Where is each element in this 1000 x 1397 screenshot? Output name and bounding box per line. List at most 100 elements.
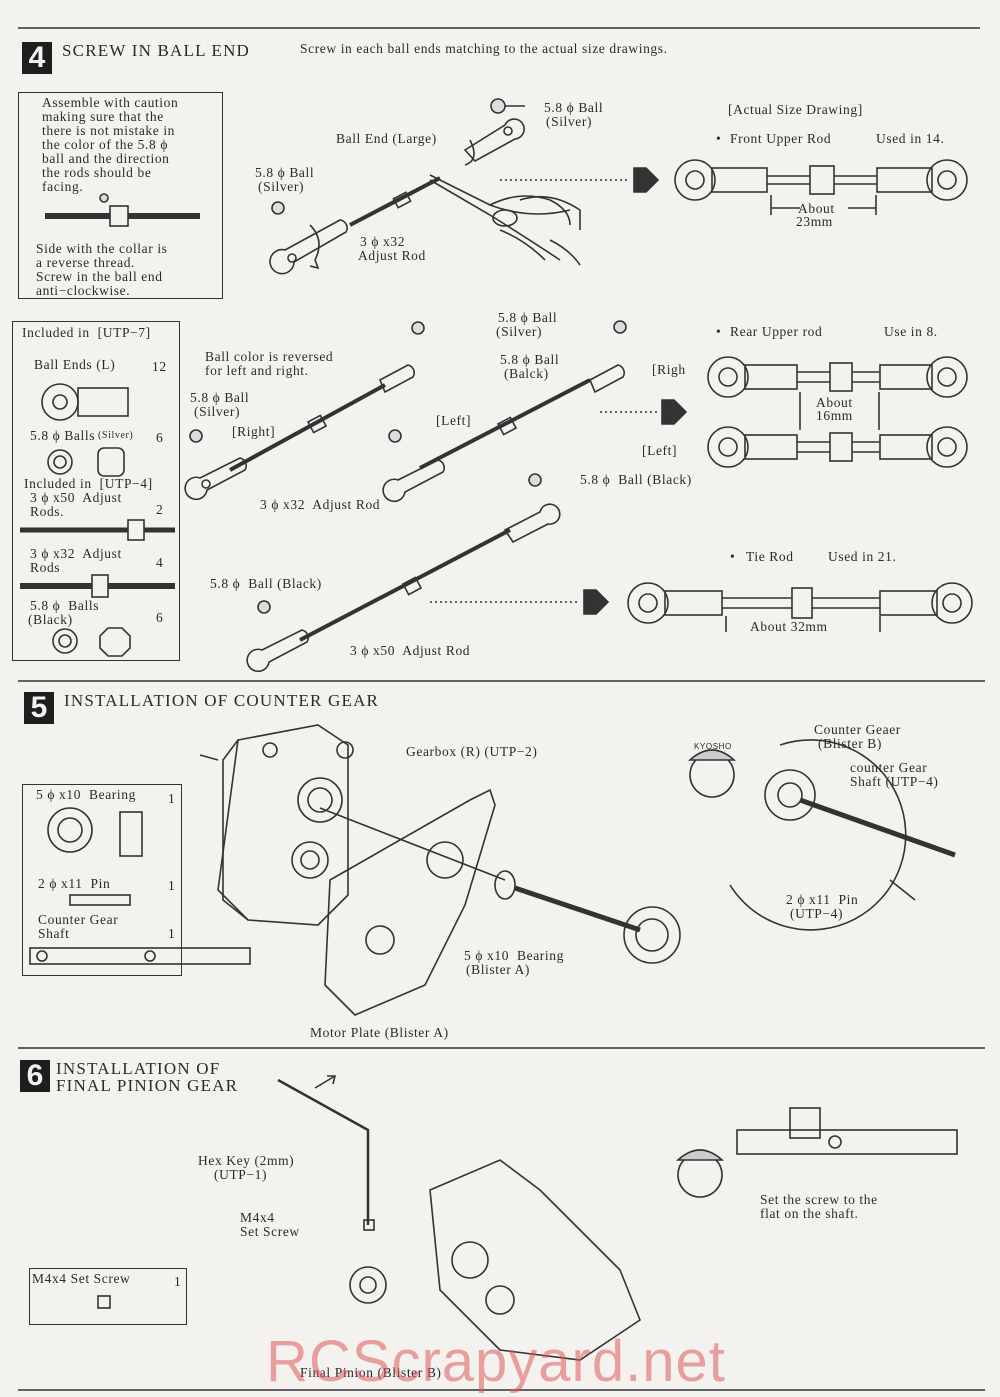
parts6-set-screw-qty: 1 xyxy=(174,1274,182,1289)
step5-title: INSTALLATION OF COUNTER GEAR xyxy=(64,691,380,710)
label-adjust-rod-32-sub: Adjust Rod xyxy=(358,248,426,263)
parts-ball-ends: Ball Ends (L) xyxy=(34,357,116,372)
set-note-1: Set the screw to the xyxy=(760,1192,878,1207)
mascot-cap-text: KYOSHO xyxy=(694,742,732,751)
parts5-bearing: 5 ϕ x10 Bearing xyxy=(36,787,136,802)
color-note-2: for left and right. xyxy=(205,363,309,378)
caution-line-6: the rods should be xyxy=(42,165,152,180)
parts5-bearing-qty: 1 xyxy=(168,791,176,806)
parts-balls-silver-qty: 6 xyxy=(156,430,164,445)
parts5-pin-qty: 1 xyxy=(168,878,176,893)
parts-rod50-sub: Rods. xyxy=(30,504,65,519)
label-gear-shaft: counter Gear xyxy=(850,760,928,775)
rear-upper-dim-2: 16mm xyxy=(816,408,853,423)
parts5-shaft-qty: 1 xyxy=(168,926,176,941)
parts6-set-screw: M4x4 Set Screw xyxy=(32,1271,131,1286)
step6-title-line-1: INSTALLATION OF xyxy=(56,1059,221,1078)
front-upper-bullet: • xyxy=(716,131,722,146)
parts-included-utp7: Included in [UTP−7] xyxy=(22,325,151,340)
label-mid-ball-black: 5.8 ϕ Ball xyxy=(500,352,560,367)
label-mid-ball-silver-2-sub: (Silver) xyxy=(496,324,543,339)
label-mid-ball-black-sub: (Balck) xyxy=(504,366,549,381)
label-bearing-sub: (Blister A) xyxy=(466,962,530,977)
side-note-3: Screw in the ball end xyxy=(36,269,163,284)
parts-rod50-qty: 2 xyxy=(156,502,164,517)
label-hex-key-sub: (UTP−1) xyxy=(214,1167,268,1182)
step-number-6: 6 xyxy=(20,1060,50,1092)
label-adjust-rod-32: 3 ϕ x32 xyxy=(360,234,406,249)
label-mid-ball-silver: 5.8 ϕ Ball xyxy=(190,390,250,405)
label-left-2: [Left] xyxy=(642,443,678,458)
label-ball-silver-top: 5.8 ϕ Ball xyxy=(544,100,604,115)
parts-balls-black-sub: (Black) xyxy=(28,612,73,627)
label-counter-gear-sub: (Blister B) xyxy=(818,736,882,751)
label-gearbox: Gearbox (R) (UTP−2) xyxy=(406,744,538,759)
label-bottom-ball-black-top: 5.8 ϕ Ball (Black) xyxy=(580,472,692,487)
parts-balls-silver: 5.8 ϕ Balls xyxy=(30,428,96,443)
tie-rod-dim: About 32mm xyxy=(750,619,828,634)
watermark: RCScrapyard.net xyxy=(266,1329,726,1394)
side-note-1: Side with the collar is xyxy=(36,241,168,256)
front-upper-used: Used in 14. xyxy=(876,131,945,146)
step4-title: SCREW IN BALL END xyxy=(62,41,251,60)
label-motor-plate: Motor Plate (Blister A) xyxy=(310,1025,449,1040)
label-ball-end-large: Ball End (Large) xyxy=(336,131,437,146)
parts-included-utp4: Included in [UTP−4] xyxy=(24,476,153,491)
caution-line-2: making sure that the xyxy=(42,109,164,124)
label-set-screw-sub: Set Screw xyxy=(240,1224,300,1239)
caution-box xyxy=(18,92,223,299)
side-note-2: a reverse thread. xyxy=(36,255,136,270)
parts-box-step6 xyxy=(29,1268,187,1325)
label-left: [Left] xyxy=(436,413,472,428)
label-counter-gear: Counter Geaer xyxy=(814,722,901,737)
rear-upper-bullet: • xyxy=(716,324,722,339)
caution-line-7: facing. xyxy=(42,179,84,194)
side-note-4: anti−clockwise. xyxy=(36,283,131,298)
label-bearing: 5 ϕ x10 Bearing xyxy=(464,948,564,963)
parts-rod32-sub: Rods xyxy=(30,560,61,575)
label-gear-shaft-sub: Shaft (UTP−4) xyxy=(850,774,939,789)
actual-size-title: [Actual Size Drawing] xyxy=(728,102,863,117)
parts5-shaft: Counter Gear xyxy=(38,912,119,927)
parts-balls-black: 5.8 ϕ Balls xyxy=(30,598,100,613)
caution-line-5: ball and the direction xyxy=(42,151,170,166)
tie-rod-bullet: • xyxy=(730,549,736,564)
label-ball-silver-left-sub: (Silver) xyxy=(258,179,305,194)
label-right: [Right] xyxy=(232,424,276,439)
label-ball-silver-left: 5.8 ϕ Ball xyxy=(255,165,315,180)
front-upper-label: Front Upper Rod xyxy=(730,131,832,146)
caution-line-3: there is not mistake in xyxy=(42,123,176,138)
color-note-1: Ball color is reversed xyxy=(205,349,334,364)
parts5-shaft-sub: Shaft xyxy=(38,926,70,941)
front-upper-dim-1: About xyxy=(798,201,835,216)
parts-ball-ends-qty: 12 xyxy=(152,359,167,374)
tie-rod-label: Tie Rod xyxy=(746,549,794,564)
label-bottom-ball-black-left: 5.8 ϕ Ball (Black) xyxy=(210,576,322,591)
parts-box-step5 xyxy=(22,784,182,976)
step-number-5: 5 xyxy=(24,692,54,724)
front-upper-dim-2: 23mm xyxy=(796,214,833,229)
label-mid-ball-silver-2: 5.8 ϕ Ball xyxy=(498,310,558,325)
label-final-pinion: Final Pinion (Blister B) xyxy=(300,1365,442,1380)
parts-rod32-qty: 4 xyxy=(156,555,164,570)
step6-title-line-2: FINAL PINION GEAR xyxy=(56,1076,239,1095)
parts-box-step4 xyxy=(12,321,180,661)
parts-rod50: 3 ϕ x50 Adjust xyxy=(30,490,122,505)
caution-line-4: the color of the 5.8 ϕ xyxy=(42,137,169,152)
step4-instruction: Screw in each ball ends matching to the … xyxy=(300,41,668,56)
label-pin: 2 ϕ x11 Pin xyxy=(786,892,859,907)
label-mid-adjust-rod: 3 ϕ x32 Adjust Rod xyxy=(260,497,381,512)
label-bottom-adjust-rod: 3 ϕ x50 Adjust Rod xyxy=(350,643,471,658)
rear-upper-label: Rear Upper rod xyxy=(730,324,823,339)
label-hex-key: Hex Key (2mm) xyxy=(198,1153,295,1168)
label-mid-ball-silver-sub: (Silver) xyxy=(194,404,241,419)
rear-upper-dim-1: About xyxy=(816,395,853,410)
label-set-screw: M4x4 xyxy=(240,1210,275,1225)
parts-balls-silver-sub: (Silver) xyxy=(98,430,134,441)
label-righ: [Righ xyxy=(652,362,686,377)
step-number-4: 4 xyxy=(22,42,52,74)
tie-rod-used: Used in 21. xyxy=(828,549,897,564)
caution-line-1: Assemble with caution xyxy=(42,95,179,110)
parts5-pin: 2 ϕ x11 Pin xyxy=(38,876,111,891)
